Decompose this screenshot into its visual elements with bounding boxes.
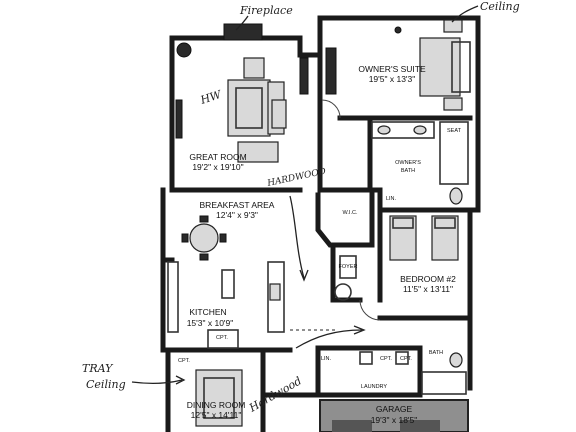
hw-note: HW: [198, 88, 224, 108]
small-labels: OWNER'S BATH SEAT W.I.C. LIN. FOYER BATH…: [178, 128, 462, 390]
owners-suite-furniture: [321, 19, 471, 119]
cpt-label-2: CPT.: [400, 356, 412, 362]
breakfast-label: BREAKFAST AREA: [200, 200, 275, 210]
great-room-furniture: [175, 23, 309, 163]
owners-suite-dims: 19'5" x 13'3": [369, 74, 416, 84]
foyer-fixtures: [334, 255, 381, 321]
tray-ceiling-note: Ceiling: [86, 378, 126, 391]
garage-label: GARAGE: [376, 404, 413, 414]
great-room-label: GREAT ROOM: [189, 152, 246, 162]
owners-bath-label-1: OWNER'S: [395, 160, 421, 166]
cpt-label-3: CPT.: [216, 335, 228, 341]
tray-note: TRAY: [82, 362, 114, 375]
room-labels: OWNER'S SUITE 19'5" x 13'3" GREAT ROOM 1…: [187, 64, 456, 425]
linen-label-2: LIN.: [321, 356, 332, 362]
bath-label: BATH: [429, 350, 443, 356]
garage-dims: 19'3" x 18'5": [371, 415, 418, 425]
linen-label-1: LIN.: [386, 196, 397, 202]
owners-suite-label: OWNER'S SUITE: [358, 64, 426, 74]
bedroom2-label: BEDROOM #2: [400, 274, 456, 284]
laundry-label: LAUNDRY: [361, 384, 388, 390]
wic-label: W.I.C.: [343, 210, 358, 216]
interior-walls: [160, 52, 473, 398]
bedroom2-dims: 11'5" x 13'11": [403, 284, 453, 294]
seat-label: SEAT: [447, 128, 462, 134]
foyer-label: FOYER: [339, 264, 358, 270]
dining-dims: 12'5" x 14'11": [191, 410, 242, 420]
bath-laundry-fixtures: [359, 351, 467, 395]
owners-bath-fixtures: [371, 121, 469, 205]
cpt-label-4: CPT.: [178, 358, 190, 364]
dining-furniture: [195, 369, 243, 427]
bedroom2-furniture: [389, 215, 459, 261]
kitchen-label: KITCHEN: [189, 307, 226, 317]
breakfast-dims: 12'4" x 9'3": [216, 210, 258, 220]
cpt-label-1: CPT.: [380, 356, 392, 362]
fireplace-note: Fireplace: [239, 4, 293, 17]
ceiling-note-top: Ceiling: [480, 0, 520, 13]
great-room-dims: 19'2" x 19'10": [192, 162, 243, 172]
dining-label: DINING ROOM: [187, 400, 246, 410]
garage: [319, 399, 469, 432]
kitchen-furniture: [167, 215, 285, 349]
owners-bath-label-2: BATH: [401, 168, 415, 174]
kitchen-dims: 15'3" x 10'9": [187, 318, 234, 328]
